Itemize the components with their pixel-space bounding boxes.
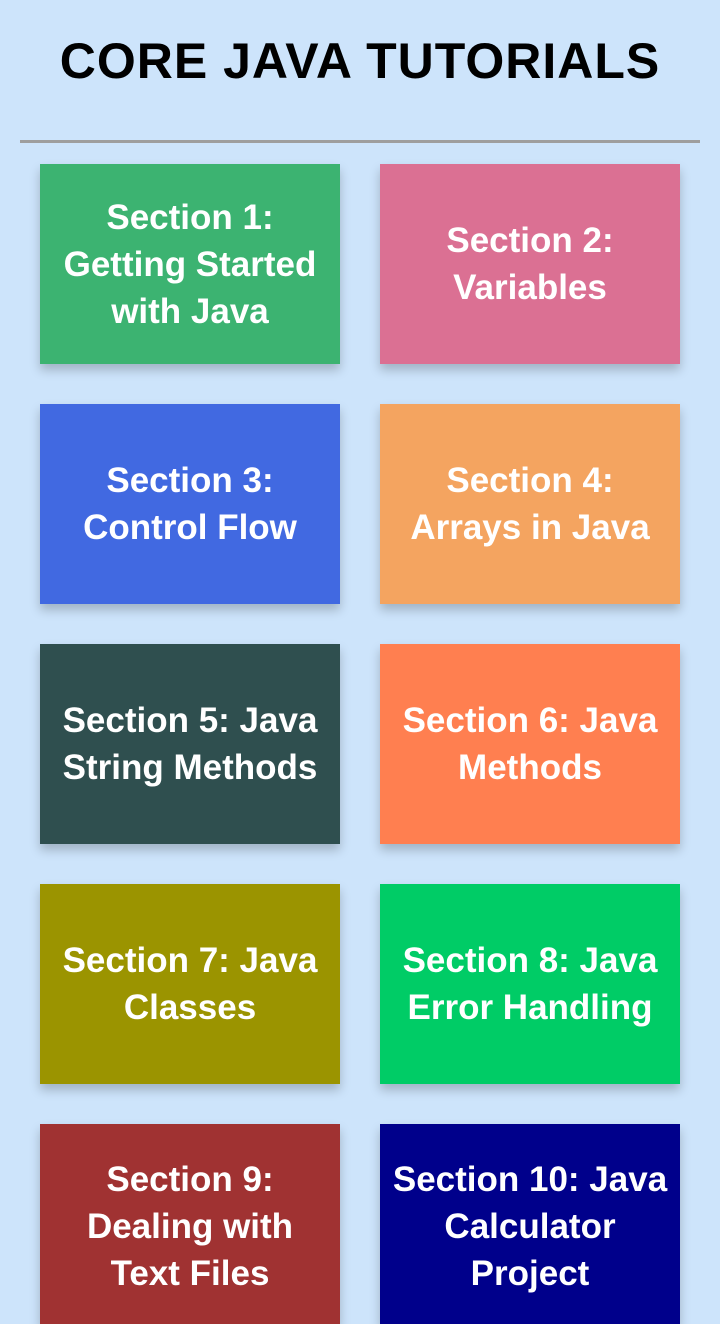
section-card-9[interactable]: Section 9: Dealing with Text Files — [40, 1124, 340, 1324]
section-card-5[interactable]: Section 5: Java String Methods — [40, 644, 340, 844]
section-card-2[interactable]: Section 2: Variables — [380, 164, 680, 364]
section-card-4[interactable]: Section 4: Arrays in Java — [380, 404, 680, 604]
sections-scroll-area[interactable]: Section 1: Getting Started with Java Sec… — [0, 144, 720, 1324]
section-card-1[interactable]: Section 1: Getting Started with Java — [40, 164, 340, 364]
section-card-3[interactable]: Section 3: Control Flow — [40, 404, 340, 604]
title-divider — [20, 140, 700, 143]
section-card-8[interactable]: Section 8: Java Error Handling — [380, 884, 680, 1084]
section-card-10[interactable]: Section 10: Java Calculator Project — [380, 1124, 680, 1324]
section-card-7[interactable]: Section 7: Java Classes — [40, 884, 340, 1084]
sections-grid: Section 1: Getting Started with Java Sec… — [40, 164, 680, 1324]
page-title: CORE JAVA TUTORIALS — [59, 33, 661, 89]
section-card-6[interactable]: Section 6: Java Methods — [380, 644, 680, 844]
